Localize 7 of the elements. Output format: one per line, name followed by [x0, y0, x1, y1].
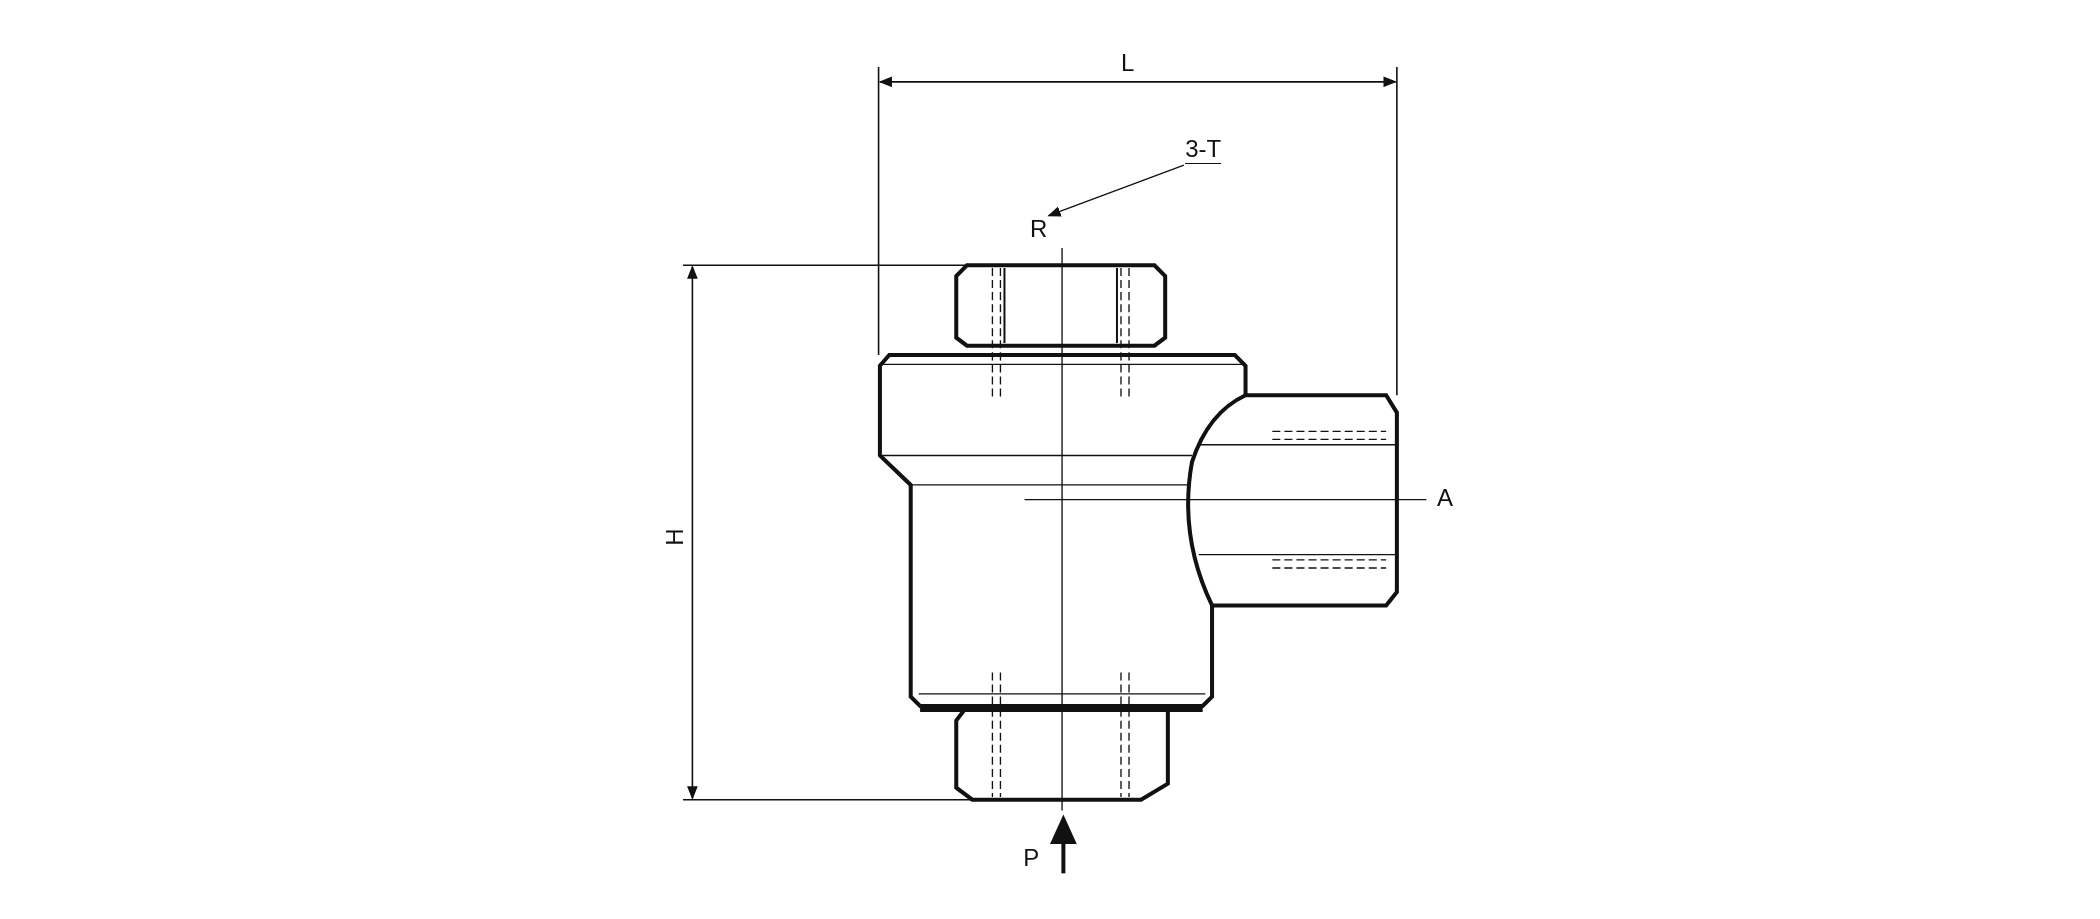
- port-label: R: [1029, 216, 1048, 241]
- dimension-label: H: [662, 528, 687, 546]
- callout-label: 3-T: [1185, 136, 1222, 164]
- port-label: P: [1023, 846, 1040, 871]
- dimension-label: L: [1120, 50, 1135, 75]
- port-label: A: [1437, 486, 1454, 511]
- leader-line: [1047, 164, 1185, 217]
